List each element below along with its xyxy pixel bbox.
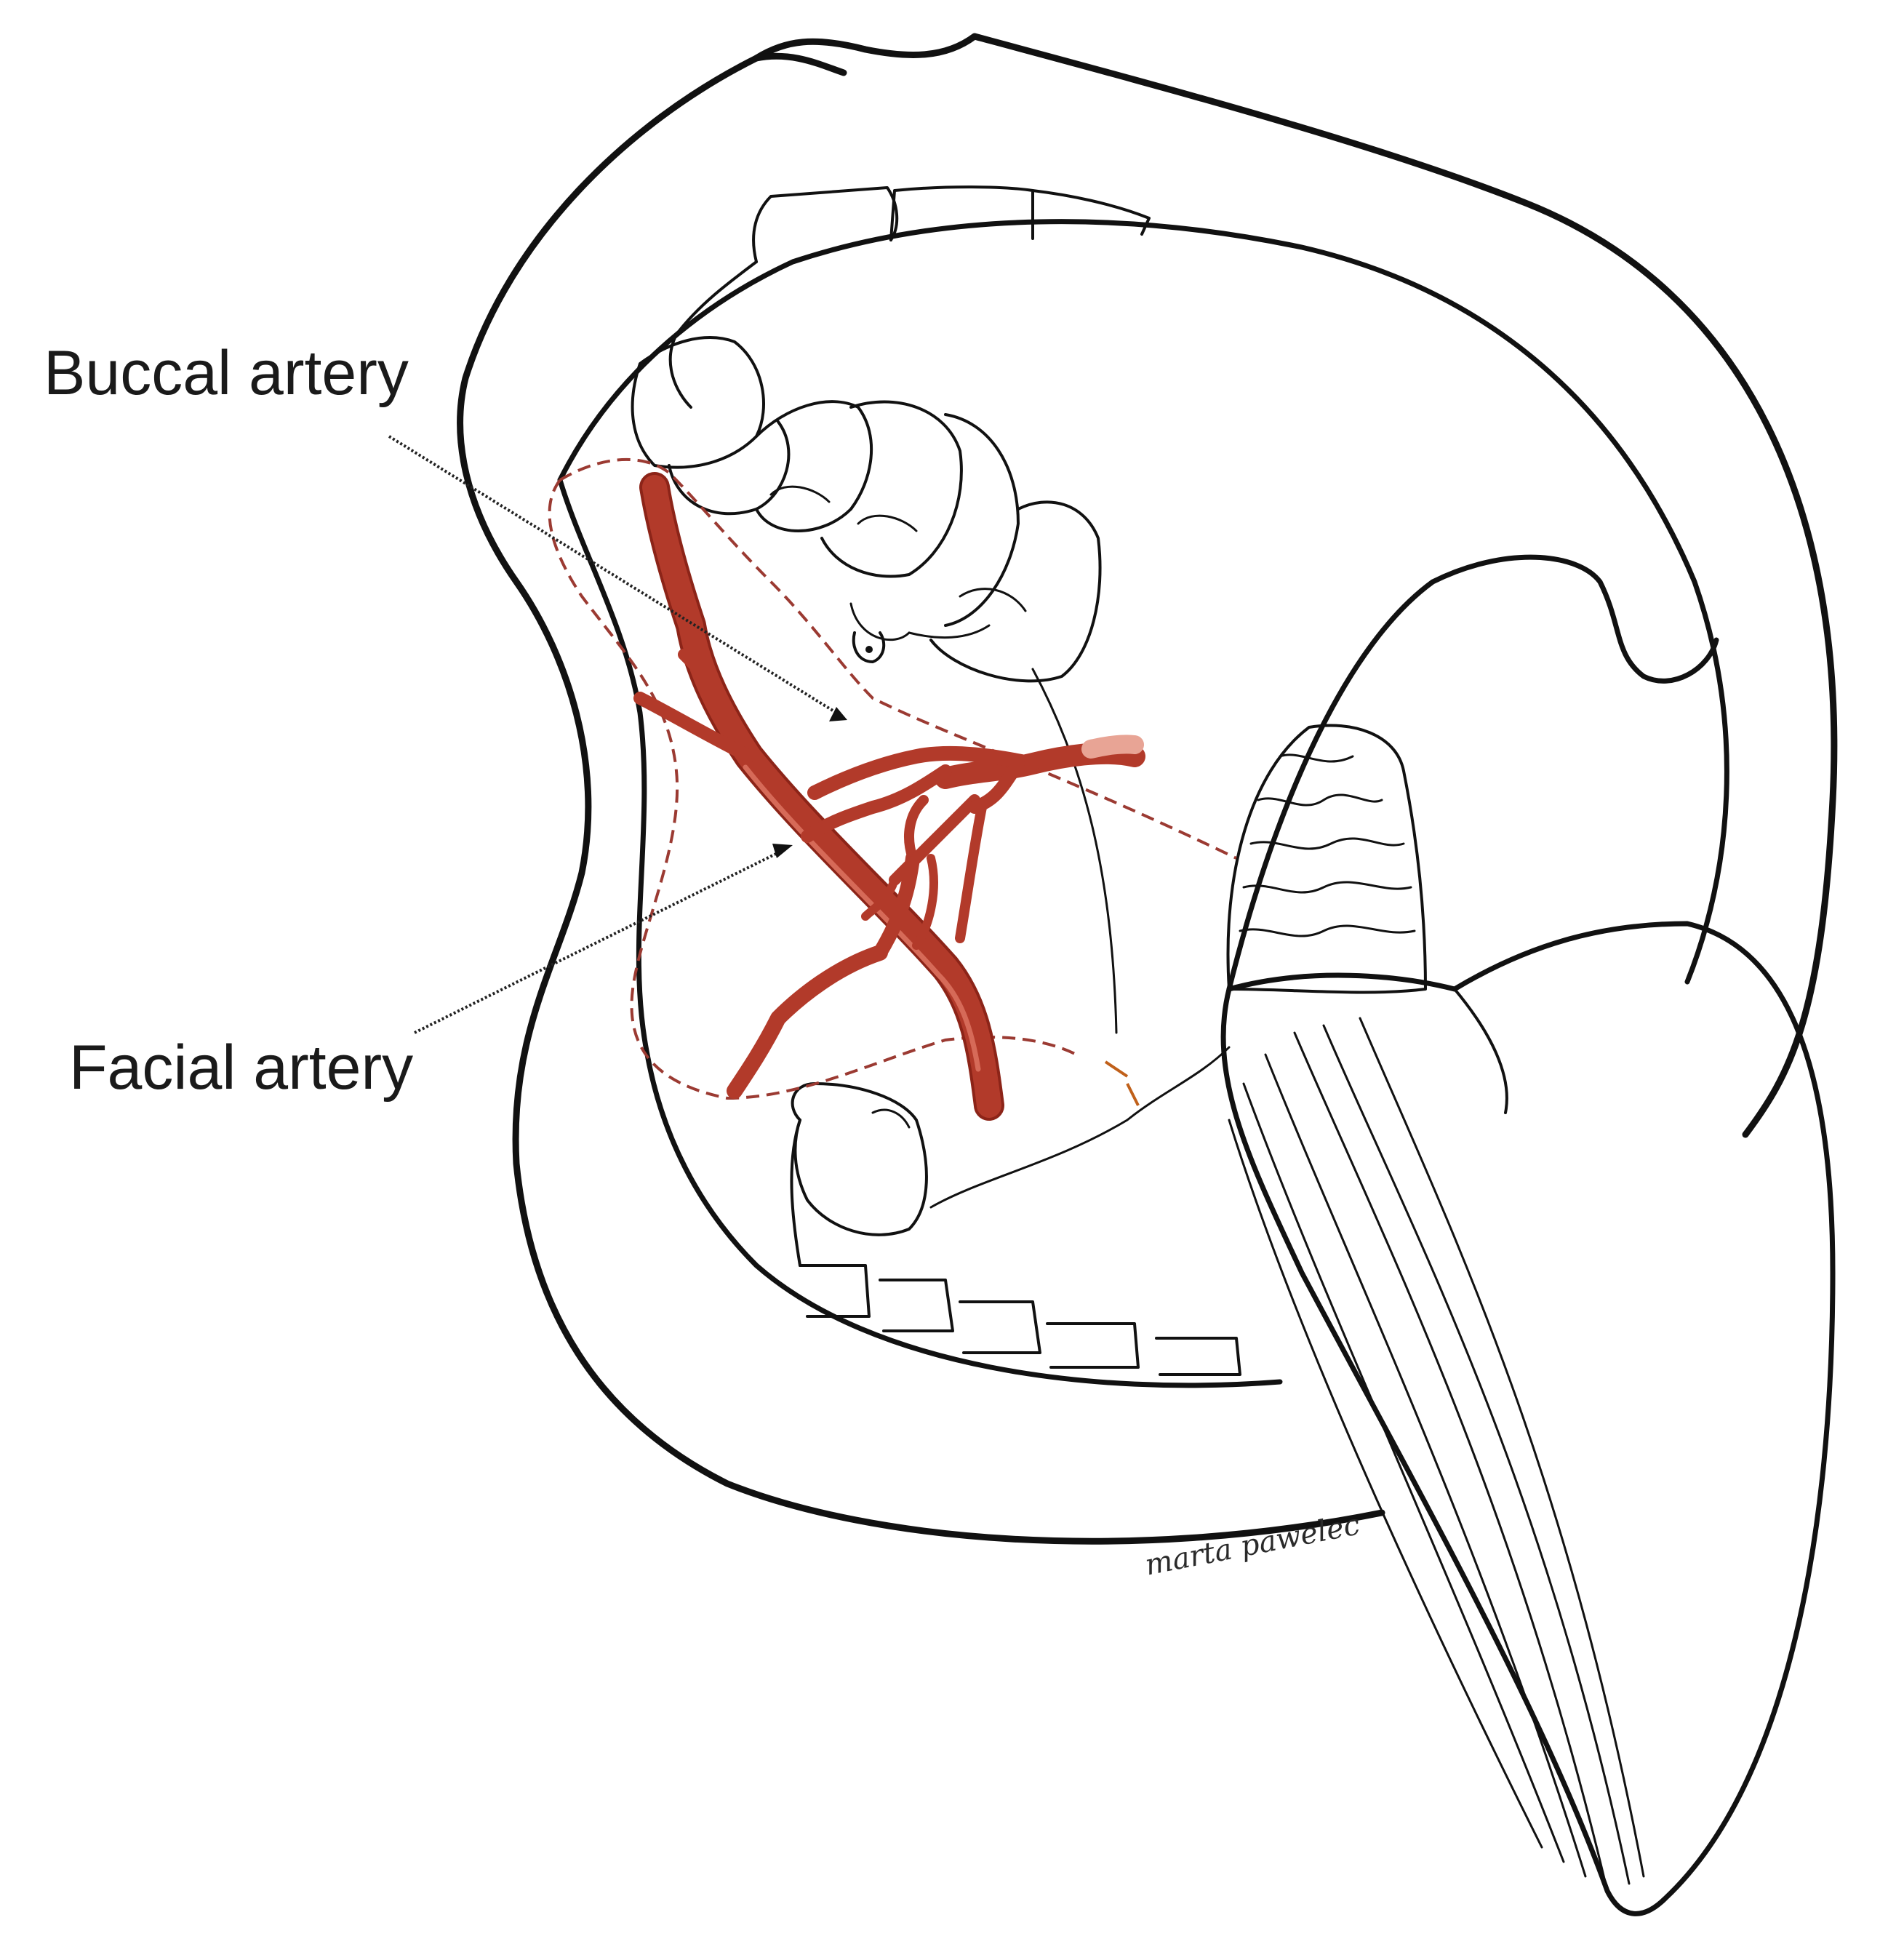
tonsil (1226, 724, 1427, 994)
buccal-pointer (388, 435, 847, 721)
outer-lip-outline (457, 33, 1838, 1545)
upper-teeth (631, 185, 1151, 683)
buccal-artery-label: Buccal artery (44, 338, 409, 408)
upper-lip-notch (753, 52, 847, 76)
pterygomandibular-line (1031, 668, 1118, 1034)
tongue (1220, 554, 1836, 1916)
inner-mouth-left (557, 477, 1283, 1388)
flap-outline (548, 457, 1237, 1100)
inner-mouth-outline (557, 219, 1729, 985)
tongue-base-accent (1104, 1060, 1140, 1106)
lower-teeth (790, 1082, 1241, 1376)
artery-tree (633, 472, 1145, 1121)
papilla-marker (852, 631, 886, 663)
facial-artery-label: Facial artery (69, 1033, 414, 1103)
floor-of-mouth (929, 1046, 1231, 1209)
facial-pointer (414, 844, 793, 1034)
